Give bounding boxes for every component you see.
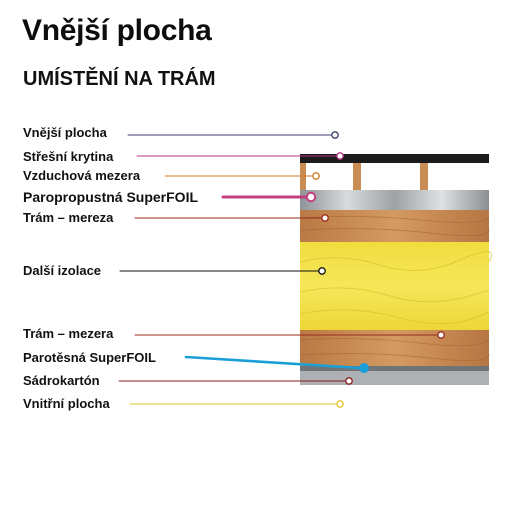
air-gap-layer	[300, 163, 489, 190]
label-air-gap: Vzduchová mezera	[23, 168, 141, 183]
page-title: Vnější plocha	[22, 14, 212, 47]
marker-inner-surface	[336, 400, 344, 408]
marker-rafter-gap-bottom	[437, 331, 445, 339]
marker-outer-surface	[331, 131, 339, 139]
marker-air-gap	[312, 172, 320, 180]
label-plasterboard: Sádrokartón	[23, 373, 100, 388]
marker-vapour-barrier-superfoil	[359, 363, 369, 373]
label-roof-covering: Střešní krytina	[23, 149, 114, 164]
marker-breathable-superfoil	[305, 191, 317, 203]
label-extra-insulation: Další izolace	[23, 263, 102, 278]
label-breathable-superfoil: Paropropustná SuperFOIL	[23, 189, 199, 205]
plasterboard-layer	[300, 371, 489, 385]
vapour-barrier-layer	[300, 366, 489, 371]
rafter-lower-layer	[300, 330, 489, 366]
roof-covering-layer	[300, 154, 489, 163]
marker-roof-covering	[336, 152, 344, 160]
label-outer-surface: Vnější plocha	[23, 125, 107, 140]
label-inner-surface: Vnitřní plocha	[23, 396, 110, 411]
marker-plasterboard	[345, 377, 353, 385]
breathable-foil-layer	[300, 190, 489, 210]
batten	[420, 163, 428, 190]
label-vapour-barrier-superfoil: Parotěsná SuperFOIL	[23, 350, 156, 365]
leader-vapour-barrier-superfoil	[184, 355, 362, 370]
label-rafter-gap-bottom: Trám – mezera	[23, 326, 114, 341]
marker-rafter-gap-top	[321, 214, 329, 222]
label-rafter-gap-top: Trám – mereza	[23, 210, 114, 225]
insulation-layer	[300, 242, 489, 330]
page-subtitle: UMÍSTĚNÍ NA TRÁM	[23, 68, 216, 90]
batten	[353, 163, 361, 190]
rafter-upper-layer	[300, 210, 489, 242]
marker-extra-insulation	[318, 267, 326, 275]
